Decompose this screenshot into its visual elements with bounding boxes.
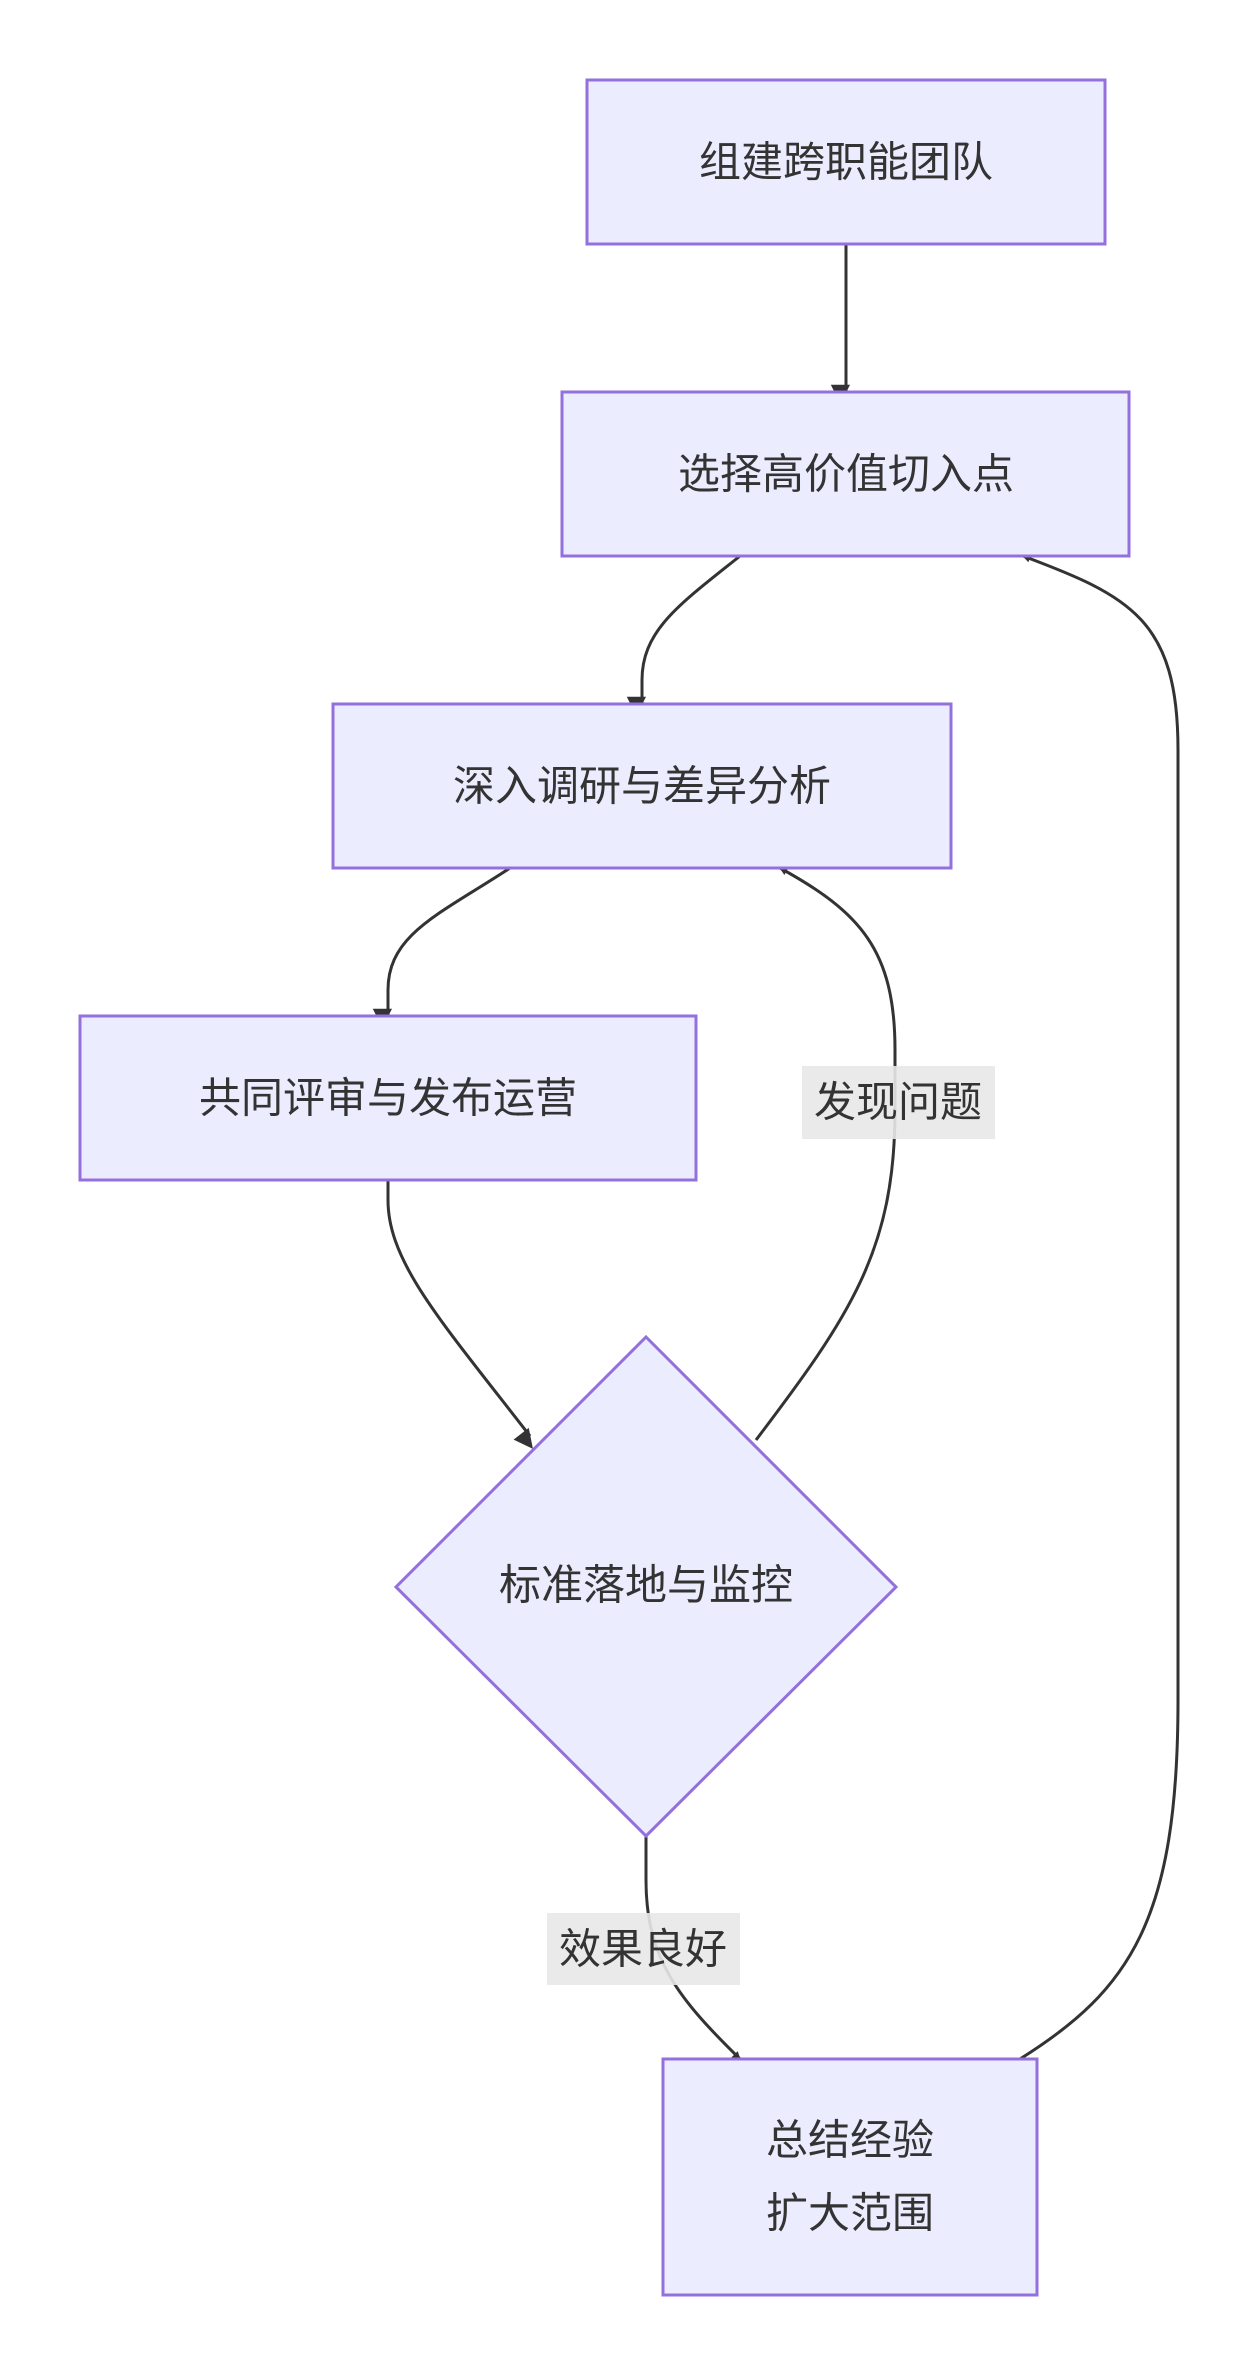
edge-label-good-result: 效果良好: [547, 1913, 740, 1985]
node-summarize-expand-label-line2: 扩大范围: [766, 2189, 934, 2238]
edge-f-to-b: [1013, 544, 1180, 2061]
node-select-entry-point-label: 选择高价值切入点: [678, 450, 1014, 499]
node-select-entry-point[interactable]: 选择高价值切入点: [560, 390, 1131, 558]
edge-label-good-result-text: 效果良好: [559, 1925, 727, 1974]
node-build-team-label: 组建跨职能团队: [699, 138, 993, 187]
node-summarize-expand[interactable]: 总结经验 扩大范围: [661, 2057, 1039, 2297]
node-research-analysis-label: 深入调研与差异分析: [453, 762, 831, 811]
edge-d-to-e: [386, 1180, 533, 1449]
edge-label-found-issue: 发现问题: [802, 1066, 995, 1139]
node-summarize-expand-label-line1: 总结经验: [766, 2116, 934, 2165]
edge-label-found-issue-text: 发现问题: [814, 1078, 982, 1127]
node-build-team[interactable]: 组建跨职能团队: [585, 78, 1107, 246]
node-decision-monitor[interactable]: 标准落地与监控: [393, 1334, 899, 1839]
edge-b-to-c: [626, 554, 741, 717]
edge-c-to-d: [372, 866, 511, 1029]
node-review-release-label: 共同评审与发布运营: [199, 1074, 577, 1123]
node-review-release[interactable]: 共同评审与发布运营: [78, 1014, 698, 1182]
node-decision-monitor-label: 标准落地与监控: [499, 1561, 793, 1610]
node-research-analysis[interactable]: 深入调研与差异分析: [331, 702, 953, 870]
edge-e-to-c: [754, 857, 897, 1441]
